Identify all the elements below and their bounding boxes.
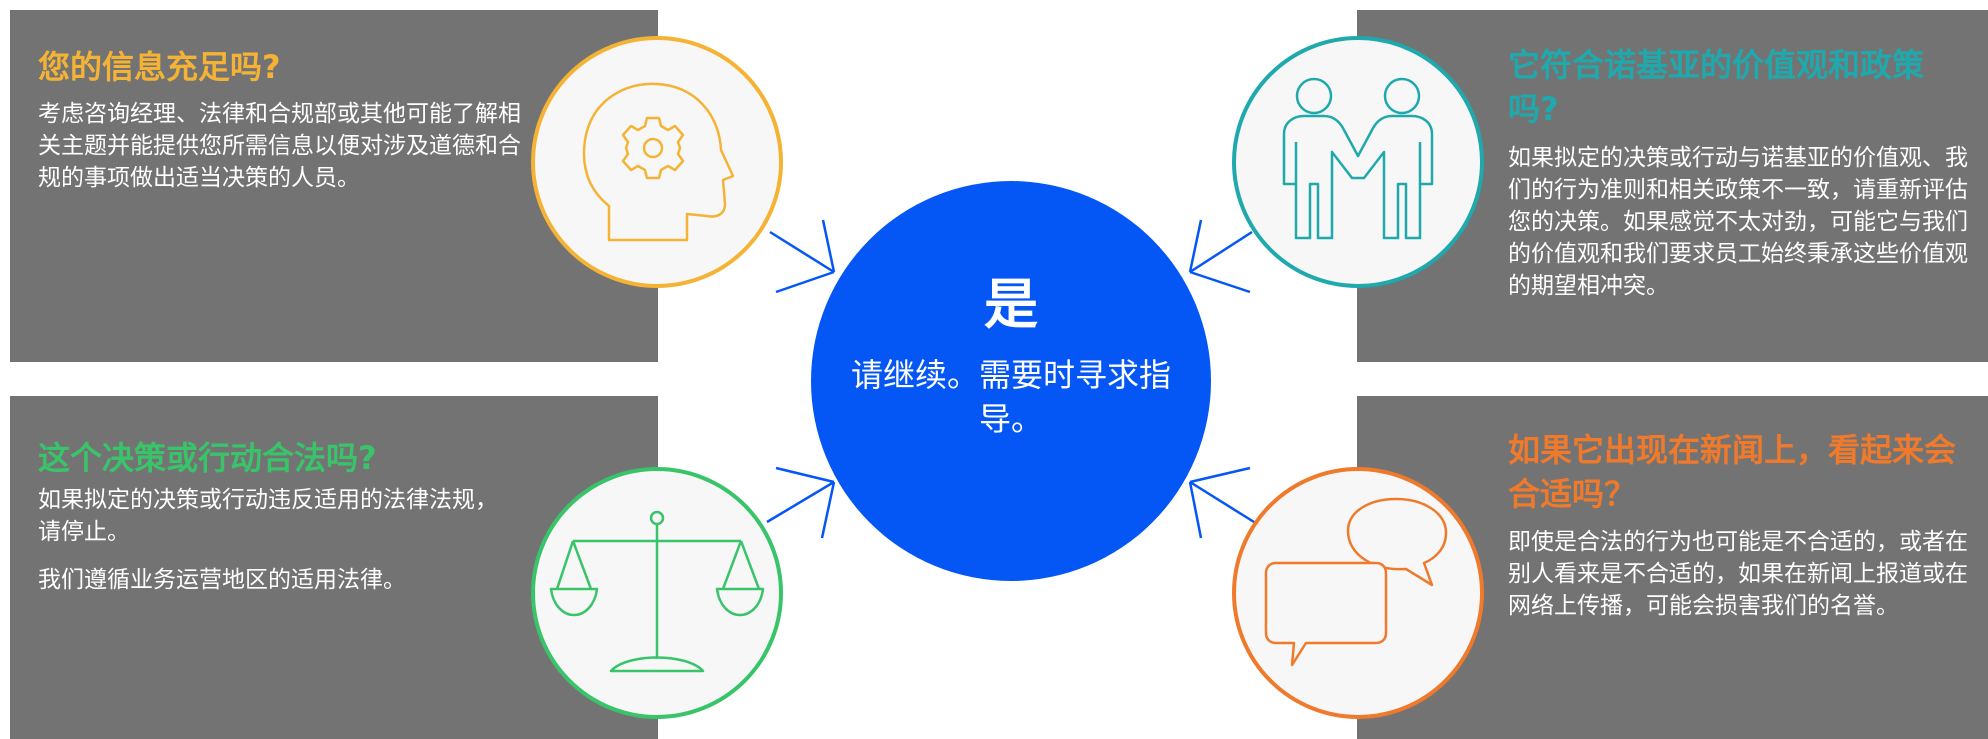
arrow-top-left [769,219,836,294]
center-heading: 是 [984,273,1038,336]
panel-legality-body: 如果拟定的决策或行动违反适用的法律法规，请停止。 我们遵循业务运营地区的适用法律… [38,484,518,612]
panel-legality-paragraph: 如果拟定的决策或行动违反适用的法律法规，请停止。 [38,487,498,545]
scales-icon [531,467,783,719]
panel-information-title: 您的信息充足吗? [38,48,281,86]
handshake-people-icon [1232,36,1484,288]
arrow-bottom-right [1188,466,1255,539]
panel-news-body: 即使是合法的行为也可能是不合适的，或者在别人看来是不合适的，如果在新闻上报道或在… [1508,526,1978,638]
center-text: 请继续。需要时寻求指导。 [850,356,1171,438]
panel-news-paragraph: 即使是合法的行为也可能是不合适的，或者在别人看来是不合适的，如果在新闻上报道或在… [1508,529,1968,619]
head-gear-icon [531,36,783,288]
arrow-bottom-left [766,466,836,539]
panel-legality-title: 这个决策或行动合法吗? [38,439,377,477]
panel-values-paragraph: 如果拟定的决策或行动与诺基亚的价值观、我们的行为准则和相关政策不一致，请重新评估… [1508,145,1968,299]
panel-information-body: 考虑咨询经理、法律和合规部或其他可能了解相关主题并能提供您所需信息以便对涉及道德… [38,98,523,210]
panel-news-title: 如果它出现在新闻上，看起来会合适吗？ [1508,431,1957,513]
panel-information-paragraph: 考虑咨询经理、法律和合规部或其他可能了解相关主题并能提供您所需信息以便对涉及道德… [38,101,521,191]
panel-values-body: 如果拟定的决策或行动与诺基亚的价值观、我们的行为准则和相关政策不一致，请重新评估… [1508,142,1978,318]
speech-bubbles-icon [1232,467,1484,719]
center-decision-circle: 是 请继续。需要时寻求指导。 [811,181,1211,581]
panel-values-title: 它符合诺基亚的价值观和政策吗? [1508,46,1925,128]
arrow-top-right [1188,219,1253,294]
panel-legality-paragraph: 我们遵循业务运营地区的适用法律。 [38,567,406,593]
